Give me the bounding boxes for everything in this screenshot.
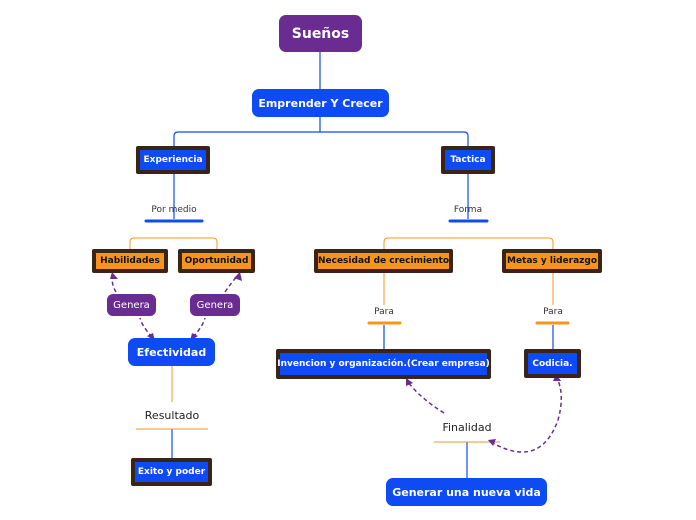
label-para-right: Para (543, 307, 563, 317)
genera-right-badge[interactable]: Genera (190, 294, 240, 316)
node-habilidades[interactable]: Habilidades (92, 249, 168, 273)
node-efectividad[interactable]: Efectividad (128, 338, 215, 366)
node-exito-y-poder[interactable]: Exito y poder (131, 458, 212, 486)
label-forma: Forma (453, 205, 483, 215)
node-experiencia[interactable]: Experiencia (136, 146, 210, 174)
node-emprender-y-crecer[interactable]: Emprender Y Crecer (252, 89, 389, 117)
node-invencion-y-organizacion[interactable]: Invencion y organización.(Crear empresa) (276, 349, 491, 379)
node-necesidad-de-crecimiento[interactable]: Necesidad de crecimiento (314, 249, 453, 273)
label-por-medio: Por medio (151, 205, 197, 215)
node-metas-y-liderazgo[interactable]: Metas y liderazgo (502, 249, 602, 273)
node-suenos[interactable]: Sueños (279, 15, 362, 52)
node-tactica[interactable]: Tactica (441, 146, 495, 174)
node-codicia[interactable]: Codicia. (524, 349, 581, 378)
label-resultado: Resultado (144, 409, 200, 422)
genera-left-badge[interactable]: Genera (107, 294, 156, 316)
node-oportunidad[interactable]: Oportunidad (178, 249, 255, 273)
label-para-left: Para (374, 307, 394, 317)
label-finalidad: Finalidad (442, 421, 492, 434)
node-generar-una-nueva-vida[interactable]: Generar una nueva vida (386, 478, 547, 506)
